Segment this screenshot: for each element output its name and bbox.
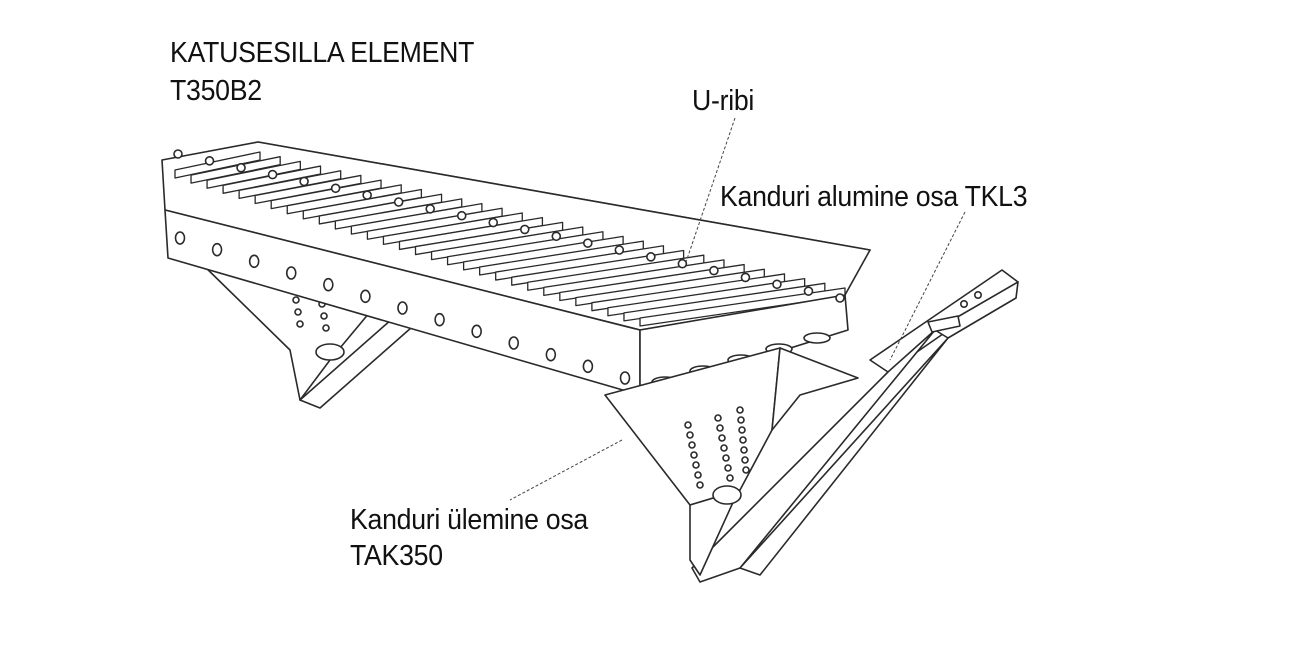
rail-rivet	[551, 231, 562, 242]
bracket-hole	[716, 424, 724, 432]
bracket-hole	[739, 436, 747, 444]
walkway-assembly	[161, 141, 1019, 583]
rail-hole	[545, 347, 557, 362]
bracket-hole	[722, 454, 730, 462]
u-rib	[190, 156, 281, 184]
rail-rivet	[740, 272, 751, 283]
rail-rivet	[236, 162, 246, 173]
bracket-hole	[686, 431, 694, 439]
rail-rivet	[614, 245, 625, 255]
rail-hole	[471, 324, 482, 339]
rail-rivet	[488, 217, 499, 228]
leader-lines	[509, 117, 966, 501]
bracket-tak350-slot	[712, 485, 742, 505]
end-slot	[803, 332, 831, 344]
rail-hole	[619, 371, 631, 385]
label-bracket-lower-tkl3: Kanduri alumine osa TKL3	[720, 181, 1028, 213]
rail-rivet	[646, 252, 656, 262]
bracket-hole	[684, 421, 692, 429]
bracket-lower-tkl3	[691, 269, 1019, 583]
title-line-2: T350B2	[170, 75, 262, 107]
bracket-hole	[741, 456, 749, 464]
bracket-hole	[718, 434, 726, 442]
bracket-hole	[688, 441, 696, 449]
rail-rivet	[393, 197, 404, 207]
leader-u-rib	[685, 117, 736, 263]
rail-hole	[360, 289, 371, 304]
bracket-hole	[742, 466, 750, 474]
bracket-tkl3-hole	[959, 299, 968, 308]
bracket-hole	[736, 406, 744, 414]
u-rib	[174, 151, 261, 179]
rail-hole	[323, 277, 334, 292]
rail-rivet	[204, 156, 215, 166]
u-rib	[206, 160, 301, 189]
title-line-1: KATUSESILLA ELEMENT	[170, 37, 475, 69]
rail-hole	[397, 301, 408, 315]
rail-rivet	[330, 183, 341, 194]
rail-rivet	[362, 190, 372, 200]
rail-rivet	[709, 265, 719, 276]
label-u-rib: U-ribi	[692, 85, 755, 117]
rail-rivet	[173, 149, 183, 159]
rail-rivet	[267, 169, 278, 180]
rail-rivet	[835, 293, 845, 303]
rail-hole	[174, 231, 186, 245]
bracket-hole	[690, 451, 698, 459]
label-bracket-upper-line-1: Kanduri ülemine osa	[350, 504, 588, 536]
bracket-hole	[726, 474, 734, 482]
rail-rivet	[519, 224, 530, 235]
rail-hole	[582, 359, 594, 374]
rail-rivet	[583, 238, 593, 248]
bracket-tkl3-hole	[973, 290, 982, 299]
label-bracket-upper-line-2: TAK350	[350, 540, 443, 572]
rail-rivet	[677, 258, 688, 269]
leader-tkl3	[889, 211, 966, 361]
bracket-hole	[720, 444, 728, 452]
rail-rivet	[425, 204, 435, 214]
rail-rivet	[772, 279, 782, 290]
bracket-hole	[724, 464, 732, 472]
rail-hole	[211, 242, 223, 257]
bracket-hole	[692, 461, 700, 469]
bracket-hole	[694, 471, 702, 479]
rail-hole	[285, 266, 297, 280]
bracket-hole	[696, 481, 704, 489]
leader-tak350	[509, 439, 623, 501]
rail-rivet	[456, 210, 467, 221]
bracket-upper-tak350	[604, 347, 859, 576]
bracket-hole	[738, 426, 746, 434]
rail-rivet	[299, 176, 309, 187]
rail-hole	[508, 336, 520, 350]
u-ribs	[174, 151, 846, 327]
bracket-hole	[714, 414, 722, 422]
bracket-hole	[740, 446, 748, 454]
rail-hole	[434, 312, 445, 327]
bracket-hole	[737, 416, 745, 424]
rail-hole	[248, 254, 260, 269]
rail-rivet	[803, 286, 814, 296]
